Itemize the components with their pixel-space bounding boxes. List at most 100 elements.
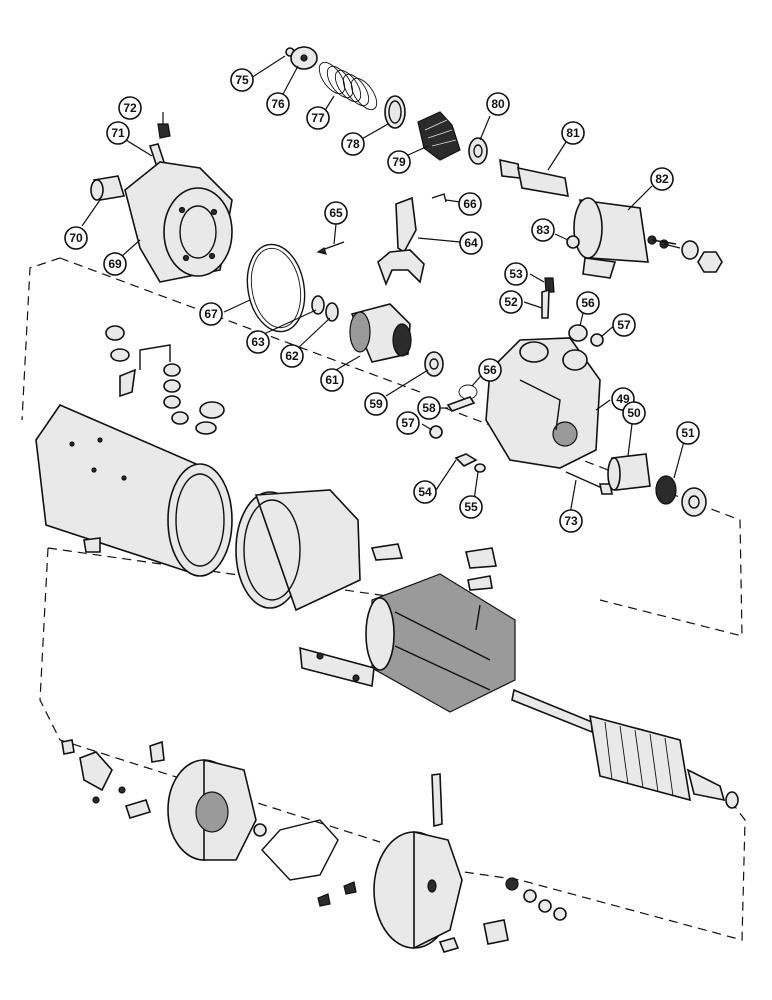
part-82-solenoid: [573, 197, 723, 279]
part-62-washer: [325, 302, 339, 322]
callout-72: 72: [118, 96, 142, 120]
part-56-washer-upper: [568, 324, 588, 342]
part-72-screw: [157, 123, 171, 139]
part-76-washer: [290, 46, 318, 70]
callout-78: 78: [341, 132, 365, 156]
part-52-pin: [541, 288, 550, 319]
callout-61: 61: [320, 368, 344, 392]
svg-text:56: 56: [483, 363, 497, 377]
callout-73: 73: [559, 509, 583, 533]
part-49-drive-housing: [485, 337, 601, 469]
callout-64: 64: [459, 231, 483, 255]
part-61-drive-pinion: [349, 303, 412, 363]
callout-56-lower: 56: [478, 358, 502, 382]
svg-text:66: 66: [463, 197, 477, 211]
callout-82: 82: [650, 167, 674, 191]
part-54-screw: [454, 453, 478, 467]
svg-text:69: 69: [108, 257, 122, 271]
part-63-ring: [311, 295, 325, 315]
callout-50: 50: [622, 401, 646, 425]
part-70-bushing: [90, 175, 126, 201]
callout-79: 79: [387, 150, 411, 174]
callout-65: 65: [324, 201, 348, 225]
part-83-clip: [566, 235, 580, 249]
part-65-pin: [316, 241, 345, 255]
pole-shoe-band: [235, 489, 404, 612]
callout-67: 67: [199, 302, 223, 326]
svg-text:77: 77: [311, 111, 325, 125]
callout-57-upper: 57: [612, 313, 636, 337]
svg-text:58: 58: [422, 401, 436, 415]
part-66-clip: [431, 193, 447, 203]
part-53-screw: [544, 277, 555, 293]
svg-text:76: 76: [271, 97, 285, 111]
svg-text:53: 53: [509, 267, 523, 281]
part-80-washer: [468, 137, 488, 165]
svg-text:59: 59: [369, 397, 383, 411]
svg-text:63: 63: [251, 335, 265, 349]
svg-text:51: 51: [681, 426, 695, 440]
callout-58: 58: [417, 396, 441, 420]
part-73-bolt: [565, 471, 613, 495]
part-79-plunger-boot: [417, 111, 461, 161]
part-81-plunger: [499, 158, 569, 197]
svg-text:82: 82: [655, 172, 669, 186]
part-78-ring: [384, 95, 406, 129]
callout-53: 53: [504, 262, 528, 286]
callout-77: 77: [306, 106, 330, 130]
callout-54: 54: [413, 480, 437, 504]
brush-hardware: [61, 739, 165, 819]
svg-text:55: 55: [464, 500, 478, 514]
callout-83: 83: [531, 218, 555, 242]
callout-63: 63: [246, 330, 270, 354]
part-77-spring: [318, 61, 378, 111]
part-55-washer: [474, 463, 486, 473]
callout-76: 76: [266, 92, 290, 116]
svg-text:64: 64: [464, 236, 478, 250]
svg-text:71: 71: [111, 126, 125, 140]
callout-52: 52: [499, 290, 523, 314]
callout-57-lower: 57: [396, 411, 420, 435]
part-58-pin: [446, 396, 476, 412]
callout-80: 80: [486, 92, 510, 116]
svg-text:70: 70: [69, 231, 83, 245]
svg-text:49: 49: [616, 392, 630, 406]
svg-text:57: 57: [401, 416, 415, 430]
svg-text:80: 80: [491, 97, 505, 111]
part-50-bushing: [607, 453, 651, 491]
callout-70: 70: [64, 226, 88, 250]
callout-66: 66: [458, 192, 482, 216]
callout-69: 69: [103, 252, 127, 276]
callout-75: 75: [230, 68, 254, 92]
part-57-washer-lower: [429, 425, 443, 439]
svg-text:52: 52: [504, 295, 518, 309]
callout-59: 59: [364, 392, 388, 416]
leader-lines: [81, 55, 687, 515]
field-frame: [35, 404, 233, 577]
callout-51: 51: [676, 421, 700, 445]
commutator-end-frame: [167, 758, 257, 861]
armature: [511, 688, 739, 809]
part-69-nose-housing: [124, 161, 233, 283]
part-51-washers: [655, 475, 707, 517]
svg-text:75: 75: [235, 73, 249, 87]
end-hardware: [317, 877, 567, 953]
callout-62: 62: [280, 344, 304, 368]
callouts: 75 76 77 78 79 80 81 82 83 72 71 70 69 6…: [64, 68, 700, 533]
part-57-washer-upper: [590, 333, 604, 347]
frame-hardware: [105, 325, 225, 435]
svg-text:67: 67: [204, 307, 218, 321]
gasket-lower: [253, 819, 339, 881]
part-64-shift-lever: [377, 196, 425, 287]
field-coil-assembly: [299, 547, 516, 713]
svg-text:83: 83: [536, 223, 550, 237]
callout-81: 81: [561, 121, 585, 145]
end-cap: [373, 773, 463, 950]
svg-text:62: 62: [285, 349, 299, 363]
svg-text:57: 57: [617, 318, 631, 332]
part-67-gasket: [246, 243, 306, 333]
svg-text:79: 79: [392, 155, 406, 169]
svg-text:72: 72: [123, 101, 137, 115]
part-59-washer: [424, 351, 444, 377]
